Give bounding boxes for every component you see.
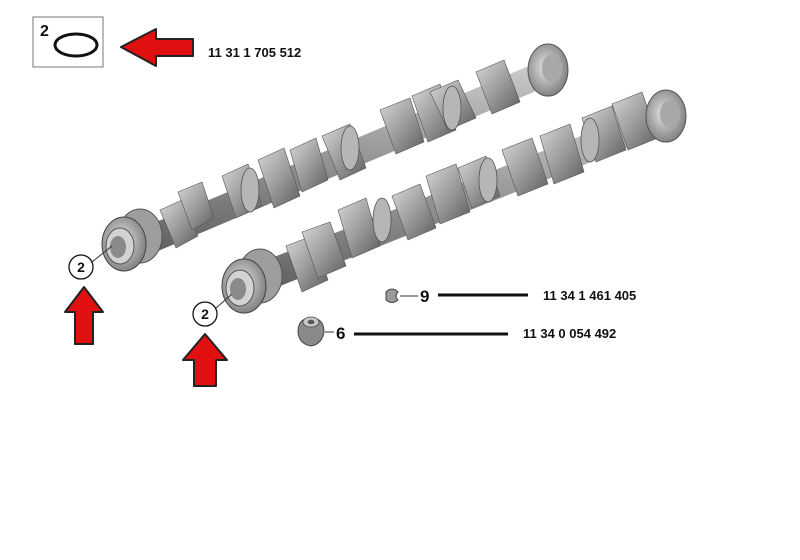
callout-seal-ring-upper: 2 — [68, 245, 113, 280]
part-6-valve-stem-seal-icon — [297, 316, 334, 347]
callout-ref-number: 2 — [201, 306, 209, 322]
pointer-arrow-icon — [64, 286, 104, 345]
upper-camshaft — [101, 43, 569, 272]
legend-arrow-icon — [120, 28, 194, 67]
pointer-arrow-icon — [182, 333, 228, 387]
part-9-clip-icon — [385, 288, 418, 303]
legend-box: 2 — [32, 16, 104, 68]
callout-seal-ring-lower: 2 — [192, 293, 233, 327]
o-ring-icon — [53, 32, 99, 58]
part-9-number: 11 34 1 461 405 — [543, 288, 636, 303]
part-9-ref-number: 9 — [420, 287, 429, 306]
legend-part-number: 11 31 1 705 512 — [208, 45, 301, 60]
part-6-ref-number: 6 — [336, 324, 345, 343]
lower-camshaft — [221, 89, 687, 314]
callout-ref-number: 2 — [77, 259, 85, 275]
legend-ref-number: 2 — [40, 23, 49, 40]
part-6-number: 11 34 0 054 492 — [523, 326, 616, 341]
